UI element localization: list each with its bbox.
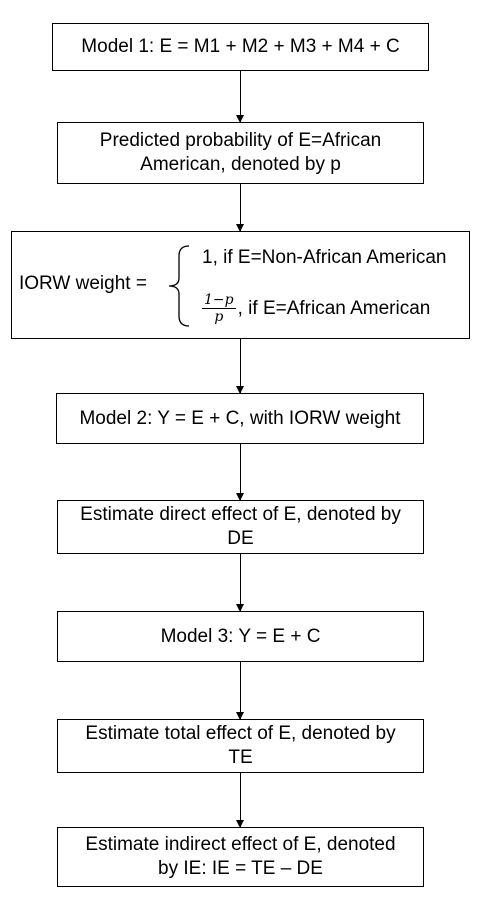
direct-line-1: Estimate direct effect of E, denoted by bbox=[80, 504, 401, 525]
model3-box: Model 3: Y = E + C bbox=[57, 611, 424, 662]
iorw-case-non-african-american: 1, if E=Non-African American bbox=[202, 247, 447, 268]
indirect-effect-box: Estimate indirect effect of E, denoted b… bbox=[57, 827, 424, 887]
curly-brace-icon bbox=[168, 245, 190, 327]
direct-line-2: DE bbox=[227, 528, 254, 549]
model2-text: Model 2: Y = E + C, with IORW weight bbox=[79, 407, 401, 429]
arrow-1 bbox=[236, 71, 244, 123]
fraction-numerator: 1−p bbox=[202, 292, 236, 309]
arrow-5 bbox=[236, 554, 244, 612]
model2-box: Model 2: Y = E + C, with IORW weight bbox=[56, 393, 424, 444]
iorw-weight-box: IORW weight = 1, if E=Non-African Americ… bbox=[11, 231, 470, 339]
iorw-weight-label: IORW weight = bbox=[19, 273, 147, 294]
fraction: 1−p p bbox=[202, 292, 236, 325]
total-line-1: Estimate total effect of E, denoted by bbox=[85, 723, 396, 744]
predicted-line-2: American, denoted by p bbox=[140, 154, 341, 175]
arrow-2 bbox=[236, 184, 244, 232]
arrow-4 bbox=[236, 444, 244, 501]
direct-effect-box: Estimate direct effect of E, denoted by … bbox=[57, 500, 424, 554]
model1-box: Model 1: E = M1 + M2 + M3 + M4 + C bbox=[52, 23, 429, 71]
iorw-case-african-american: 1−p p , if E=African American bbox=[202, 292, 430, 325]
arrow-3 bbox=[236, 339, 244, 394]
indirect-line-2: by IE: IE = TE – DE bbox=[158, 858, 323, 879]
iorw-case-2-text: , if E=African American bbox=[237, 297, 431, 319]
total-effect-box: Estimate total effect of E, denoted by T… bbox=[57, 719, 424, 773]
predicted-probability-box: Predicted probability of E=African Ameri… bbox=[57, 122, 424, 184]
fraction-denominator: p bbox=[214, 309, 224, 325]
total-line-2: TE bbox=[228, 747, 253, 768]
arrow-7 bbox=[236, 773, 244, 828]
arrow-6 bbox=[236, 662, 244, 720]
model1-text: Model 1: E = M1 + M2 + M3 + M4 + C bbox=[81, 36, 400, 57]
predicted-line-1: Predicted probability of E=African bbox=[99, 130, 382, 151]
indirect-line-1: Estimate indirect effect of E, denoted bbox=[85, 834, 396, 855]
model3-text: Model 3: Y = E + C bbox=[160, 625, 321, 647]
